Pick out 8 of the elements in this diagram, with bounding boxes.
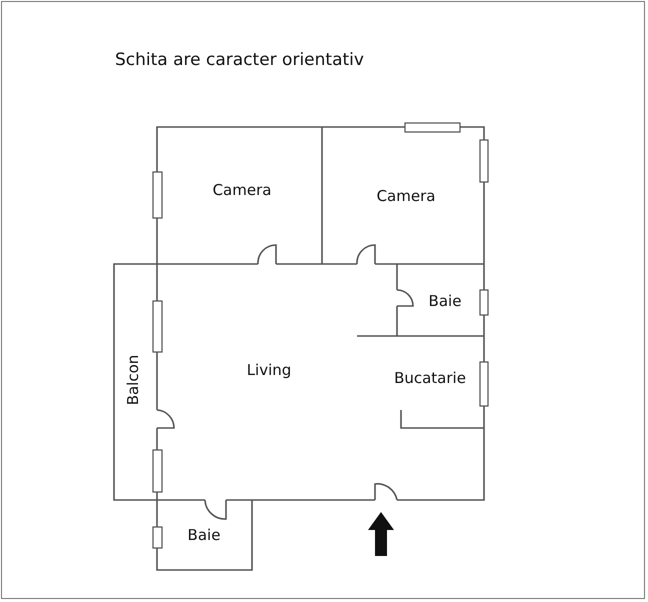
room-label: Balcon: [124, 354, 142, 406]
room-label: Baie: [188, 526, 220, 544]
room-label: Baie: [428, 292, 462, 310]
room-label: Camera: [376, 187, 436, 205]
room-label: Bucatarie: [394, 369, 466, 387]
room-label: Camera: [212, 181, 272, 199]
title: Schita are caracter orientativ: [115, 50, 364, 70]
room-label: Living: [246, 361, 292, 379]
